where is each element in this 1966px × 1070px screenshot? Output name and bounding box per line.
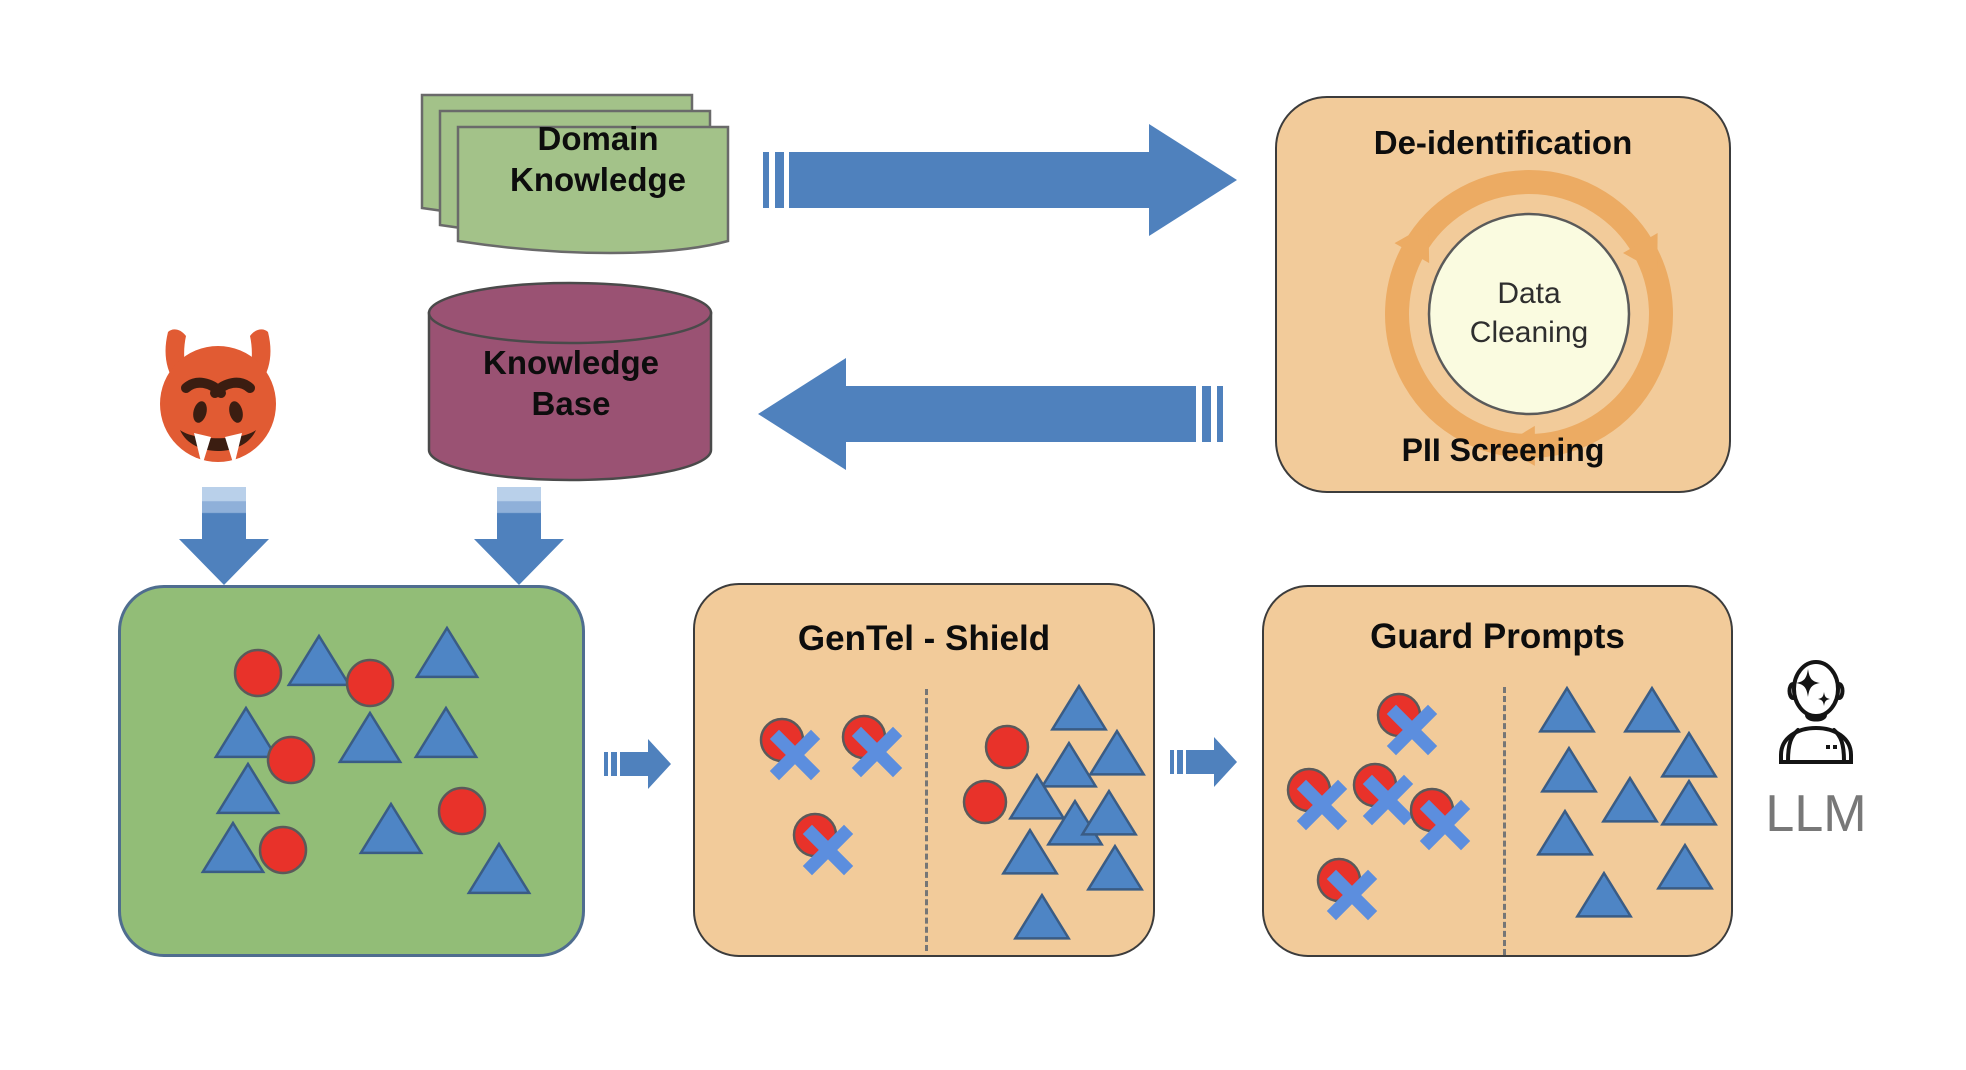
circle-sample [962, 779, 1008, 825]
domain-knowledge-line2: Knowledge [509, 161, 686, 198]
gentel-divider [925, 689, 928, 951]
data-cleaning-line1: Data [1497, 277, 1561, 310]
training-data-box [118, 585, 585, 957]
triangle-sample [413, 705, 479, 759]
triangle-sample [1601, 775, 1659, 823]
arrow-kb-down [474, 487, 564, 585]
triangle-sample [1536, 808, 1594, 856]
gentel-scatter [759, 683, 1146, 940]
llm-agent-icon [1779, 660, 1853, 764]
triangle-sample [1538, 685, 1596, 733]
x-mark-icon [851, 726, 903, 778]
database-cylinder-icon [427, 281, 713, 482]
circle-sample [258, 825, 308, 875]
deidentification-box: De-identification Data Cleaning PII Scre… [1275, 96, 1731, 493]
triangle-sample [1660, 730, 1718, 778]
circle-sample [345, 658, 395, 708]
arrow-devil-down [179, 487, 269, 585]
triangle-sample [1656, 842, 1714, 890]
triangle-sample [1013, 892, 1071, 940]
circle-sample [266, 735, 316, 785]
triangle-sample [1575, 870, 1633, 918]
knowledge-base-line2: Base [531, 385, 611, 422]
guard-divider [1503, 687, 1506, 955]
document-stack-icon [420, 93, 730, 255]
data-cleaning-label: Data Cleaning [1429, 274, 1629, 352]
domain-knowledge-label: Domain Knowledge [448, 118, 748, 200]
triangle-sample [1008, 772, 1066, 820]
triangle-sample [1086, 843, 1144, 891]
x-mark-icon [1386, 704, 1438, 756]
devil-emoji-icon [160, 329, 276, 466]
knowledge-base-label: Knowledge Base [425, 342, 717, 424]
circle-sample [984, 724, 1030, 770]
triangle-sample [1050, 683, 1108, 731]
triangle-sample [1660, 778, 1718, 826]
triangle-sample [213, 705, 279, 759]
triangle-sample [215, 761, 281, 815]
arrow-domain-to-deid [763, 124, 1237, 236]
triangle-sample [1040, 740, 1098, 788]
circle-sample [437, 786, 487, 836]
training-data-scatter [200, 625, 532, 895]
circle-sample [233, 648, 283, 698]
triangle-sample [358, 801, 424, 855]
x-mark-icon [802, 824, 854, 876]
x-mark-icon [769, 729, 821, 781]
deidentification-title: De-identification [1373, 124, 1633, 161]
llm-label: LLM [1765, 785, 1867, 843]
x-mark-icon [1419, 799, 1471, 851]
triangle-sample [1623, 685, 1681, 733]
x-mark-icon [1296, 779, 1348, 831]
guard-scatter [1286, 685, 1718, 921]
gentel-shield-title: GenTel - Shield [797, 619, 1051, 658]
arrow-gentel-to-guard [1170, 737, 1237, 787]
triangle-sample [1001, 827, 1059, 875]
guard-prompts-title: Guard Prompts [1370, 617, 1625, 656]
domain-knowledge-line1: Domain [537, 120, 659, 157]
triangle-sample [466, 841, 532, 895]
triangle-sample [337, 710, 403, 764]
triangle-sample [1080, 788, 1138, 836]
triangle-sample [1540, 745, 1598, 793]
data-cleaning-circle [1427, 212, 1631, 416]
pii-screening-label: PII Screening [1401, 432, 1605, 468]
arrow-deid-to-kb [758, 358, 1223, 470]
x-mark-icon [1326, 869, 1378, 921]
x-mark-icon [1362, 774, 1414, 826]
triangle-sample [286, 633, 352, 687]
triangle-sample [200, 820, 266, 874]
data-cleaning-line2: Cleaning [1469, 316, 1589, 349]
arrow-green-to-gentel [604, 739, 671, 789]
triangle-sample [1088, 728, 1146, 776]
triangle-sample [414, 625, 480, 679]
recycle-arrows-icon [1385, 170, 1673, 466]
guard-prompts-box: Guard Prompts [1262, 585, 1733, 957]
gentel-shield-box: GenTel - Shield [693, 583, 1155, 957]
knowledge-base-line1: Knowledge [482, 344, 659, 381]
